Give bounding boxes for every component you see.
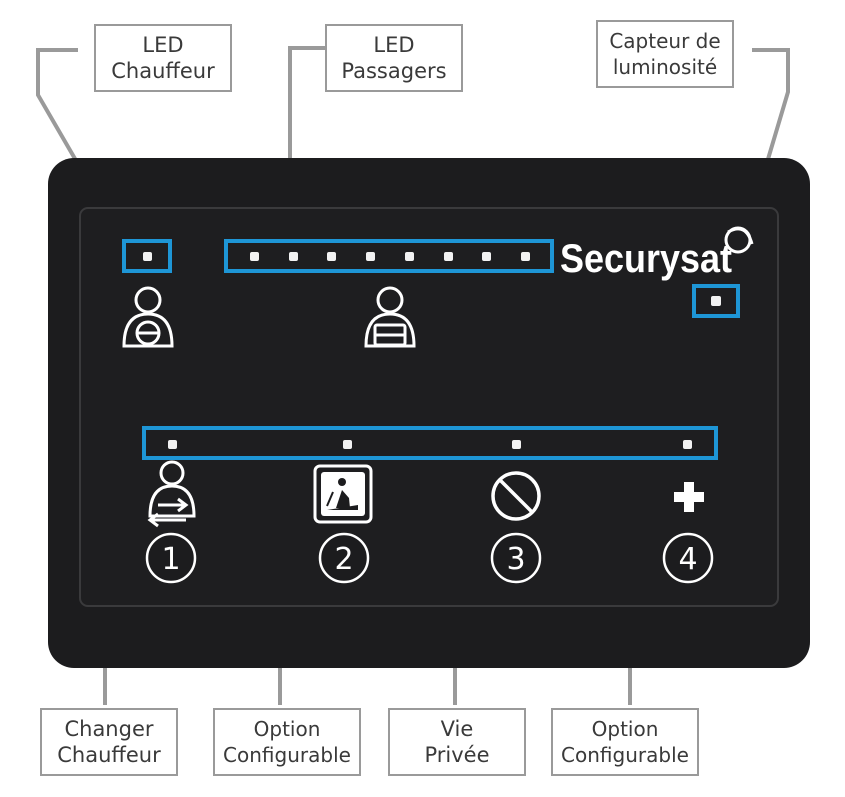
led-passenger-7 xyxy=(482,252,491,261)
roadwork-sign-icon xyxy=(313,464,373,524)
button-led-1 xyxy=(168,440,177,449)
callout-private-life-line-1: Vie xyxy=(440,717,474,741)
callout-led-passengers-line-1: LED xyxy=(373,33,415,57)
button-2-label: 2 xyxy=(334,542,353,577)
passenger-icon xyxy=(364,286,416,348)
callout-change-driver: Changer Chauffeur xyxy=(40,708,178,776)
button-led-3 xyxy=(512,440,521,449)
callout-private-life-line-2: Privée xyxy=(424,743,490,767)
button-1[interactable]: 1 xyxy=(145,532,197,584)
plus-icon xyxy=(674,482,704,512)
light-sensor xyxy=(711,296,721,306)
callout-option-4-line-2: Configurable xyxy=(561,743,689,767)
led-driver xyxy=(143,252,152,261)
device-face xyxy=(79,207,779,607)
callout-option-2-line-2: Configurable xyxy=(223,743,351,767)
driver-icon xyxy=(122,286,174,348)
callout-change-driver-line-1: Changer xyxy=(64,717,154,741)
button-4[interactable]: 4 xyxy=(662,532,714,584)
callout-led-passengers-line-2: Passagers xyxy=(341,59,447,83)
led-passengers-row xyxy=(250,252,530,261)
led-passenger-4 xyxy=(366,252,375,261)
callout-led-passengers: LED Passagers xyxy=(325,24,463,92)
callout-change-driver-line-2: Chauffeur xyxy=(57,743,161,767)
callout-option-2: Option Configurable xyxy=(213,708,361,776)
prohibited-circle-icon xyxy=(491,471,541,521)
led-passengers-highlight xyxy=(224,239,554,273)
callout-led-driver-line-2: Chauffeur xyxy=(111,59,215,83)
button-2[interactable]: 2 xyxy=(318,532,370,584)
button-3[interactable]: 3 xyxy=(490,532,542,584)
light-sensor-highlight xyxy=(692,284,740,318)
button-leds-row xyxy=(168,440,692,449)
led-passenger-3 xyxy=(327,252,336,261)
led-driver-highlight xyxy=(122,239,172,273)
button-led-4 xyxy=(683,440,692,449)
button-leds-highlight xyxy=(142,426,718,460)
callout-led-driver-line-1: LED xyxy=(142,33,184,57)
brand-swirl-icon xyxy=(724,226,754,254)
led-passenger-8 xyxy=(521,252,530,261)
button-4-label: 4 xyxy=(678,542,697,577)
change-driver-icon xyxy=(147,460,196,528)
callout-option-4-line-1: Option xyxy=(591,717,659,741)
callout-option-4: Option Configurable xyxy=(551,708,699,776)
callout-light-sensor-line-2: luminosité xyxy=(612,55,718,79)
callout-light-sensor-line-1: Capteur de xyxy=(609,29,721,53)
led-passenger-5 xyxy=(405,252,414,261)
button-3-label: 3 xyxy=(506,542,525,577)
button-1-label: 1 xyxy=(161,542,180,577)
callout-light-sensor: Capteur de luminosité xyxy=(596,20,734,88)
led-passenger-2 xyxy=(289,252,298,261)
led-passenger-6 xyxy=(444,252,453,261)
callout-led-driver: LED Chauffeur xyxy=(94,24,232,92)
callout-option-2-line-1: Option xyxy=(253,717,321,741)
callout-private-life: Vie Privée xyxy=(388,708,526,776)
led-passenger-1 xyxy=(250,252,259,261)
button-led-2 xyxy=(343,440,352,449)
brand-logo: Securysat xyxy=(560,237,732,281)
